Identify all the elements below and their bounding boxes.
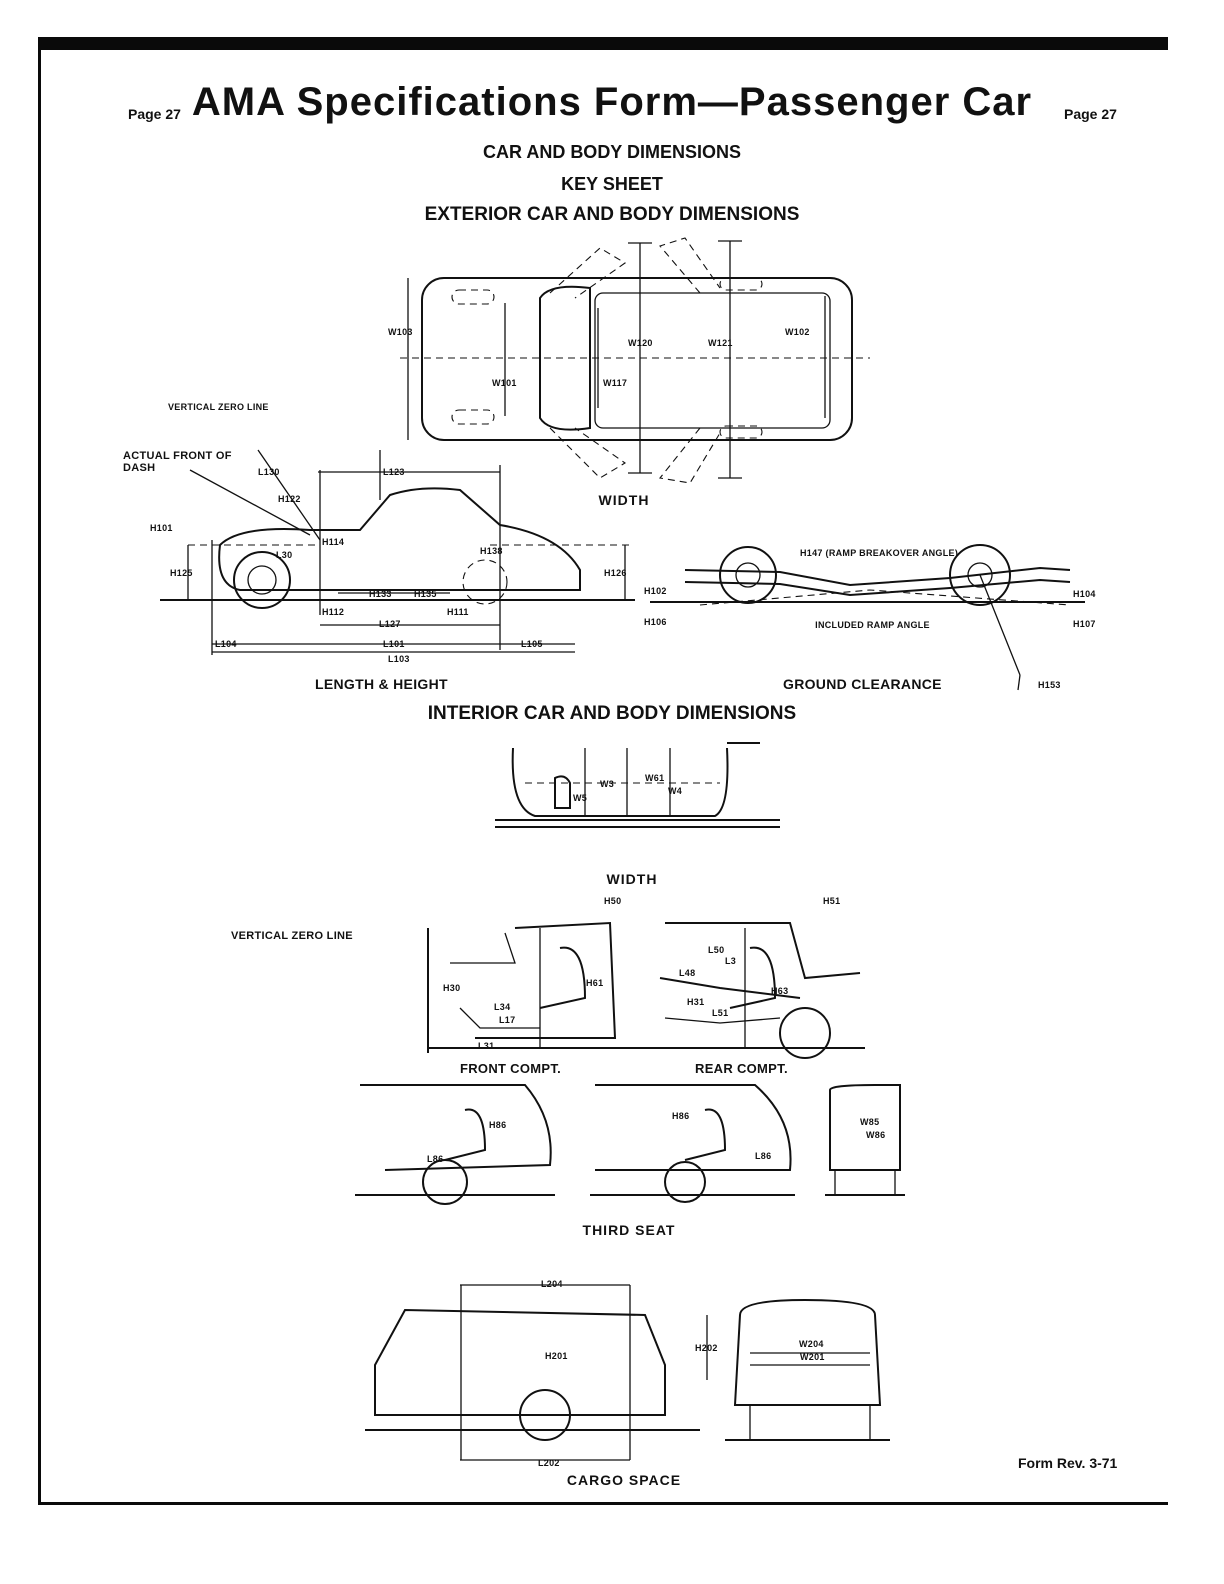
label-l50: L50 bbox=[708, 945, 725, 955]
label-w85: W85 bbox=[860, 1117, 880, 1127]
page-number-left: Page 27 bbox=[128, 106, 181, 122]
label-w101: W101 bbox=[492, 378, 517, 388]
label-l127: L127 bbox=[379, 619, 401, 629]
caption-third-seat: THIRD SEAT bbox=[582, 1222, 676, 1238]
label-w61: W61 bbox=[645, 773, 665, 783]
label-w3: W3 bbox=[600, 779, 615, 789]
caption-ground-clearance: GROUND CLEARANCE bbox=[783, 676, 942, 692]
label-l104: L104 bbox=[215, 639, 237, 649]
label-h61: H61 bbox=[586, 978, 604, 988]
cargo-space-diagrams bbox=[365, 1284, 890, 1461]
caption-cargo-space: CARGO SPACE bbox=[566, 1472, 682, 1488]
label-l48: L48 bbox=[679, 968, 696, 978]
top-view-car-diagram bbox=[400, 237, 870, 484]
label-h104: H104 bbox=[1073, 589, 1096, 599]
third-seat-diagrams bbox=[355, 1084, 905, 1205]
section-exterior-heading: EXTERIOR CAR AND BODY DIMENSIONS bbox=[424, 204, 800, 225]
label-l51: L51 bbox=[712, 1008, 729, 1018]
label-l202: L202 bbox=[538, 1458, 560, 1468]
compartment-diagrams bbox=[427, 921, 865, 1059]
label-h147-ramp-breakover: H147 (RAMP BREAKOVER ANGLE) bbox=[800, 548, 959, 558]
label-l86-left: L86 bbox=[427, 1154, 444, 1164]
label-w103: W103 bbox=[388, 327, 413, 337]
label-l101: L101 bbox=[383, 639, 405, 649]
caption-width-interior: WIDTH bbox=[606, 871, 658, 887]
label-l130: L130 bbox=[258, 467, 280, 477]
label-h63: H63 bbox=[771, 986, 789, 996]
form-revision: Form Rev. 3-71 bbox=[1018, 1455, 1118, 1471]
label-vertical-zero-line-interior: VERTICAL ZERO LINE bbox=[231, 930, 353, 942]
label-h107: H107 bbox=[1073, 619, 1096, 629]
label-w201: W201 bbox=[800, 1352, 825, 1362]
subtitle-key-sheet: KEY SHEET bbox=[561, 174, 663, 194]
caption-width-exterior: WIDTH bbox=[598, 492, 650, 508]
label-l86-right: L86 bbox=[755, 1151, 772, 1161]
label-h102: H102 bbox=[644, 586, 667, 596]
label-h50: H50 bbox=[604, 896, 622, 906]
label-w102: W102 bbox=[785, 327, 810, 337]
label-w5: W5 bbox=[573, 793, 588, 803]
caption-rear-compartment: REAR COMPT. bbox=[695, 1061, 788, 1076]
section-interior-heading: INTERIOR CAR AND BODY DIMENSIONS bbox=[427, 703, 797, 724]
label-included-ramp-angle: INCLUDED RAMP ANGLE bbox=[815, 620, 930, 630]
label-h153: H153 bbox=[1038, 680, 1061, 690]
label-h111: H111 bbox=[447, 607, 469, 617]
label-h114: H114 bbox=[322, 537, 345, 547]
caption-length-height: LENGTH & HEIGHT bbox=[315, 676, 448, 692]
ground-clearance-chassis-diagram bbox=[650, 544, 1085, 691]
label-l31: L31 bbox=[478, 1041, 495, 1051]
label-h138: H138 bbox=[480, 546, 503, 556]
label-h135: H135 bbox=[414, 589, 437, 599]
label-l17: L17 bbox=[499, 1015, 516, 1025]
label-w120: W120 bbox=[628, 338, 653, 348]
label-h106: H106 bbox=[644, 617, 667, 627]
bottom-border-line bbox=[38, 1502, 1168, 1505]
label-vertical-zero-line: VERTICAL ZERO LINE bbox=[168, 402, 269, 412]
label-h122: H122 bbox=[278, 494, 301, 504]
subtitle-car-body-dimensions: CAR AND BODY DIMENSIONS bbox=[482, 142, 742, 162]
label-l123: L123 bbox=[383, 467, 405, 477]
label-h133: H133 bbox=[369, 589, 392, 599]
label-h51: H51 bbox=[823, 896, 841, 906]
label-w204: W204 bbox=[799, 1339, 824, 1349]
label-l3: L3 bbox=[725, 956, 737, 966]
label-h101: H101 bbox=[150, 523, 173, 533]
label-l105: L105 bbox=[521, 639, 543, 649]
label-h86-right: H86 bbox=[672, 1111, 690, 1121]
caption-front-compartment: FRONT COMPT. bbox=[460, 1061, 562, 1076]
label-w4: W4 bbox=[668, 786, 683, 796]
label-w86: W86 bbox=[866, 1130, 886, 1140]
label-h112: H112 bbox=[322, 607, 345, 617]
label-w121: W121 bbox=[708, 338, 733, 348]
page-number-right: Page 27 bbox=[1064, 106, 1117, 122]
label-h31: H31 bbox=[687, 997, 705, 1007]
label-h30: H30 bbox=[443, 983, 461, 993]
side-view-car-diagram bbox=[160, 449, 635, 655]
label-h201: H201 bbox=[545, 1351, 568, 1361]
label-w117: W117 bbox=[603, 378, 628, 388]
label-l34: L34 bbox=[494, 1002, 511, 1012]
top-border-bar bbox=[38, 37, 1168, 50]
left-border-line bbox=[38, 37, 41, 1505]
interior-width-diagram bbox=[495, 742, 780, 828]
label-l204: L204 bbox=[541, 1279, 563, 1289]
label-actual-front-of-dash: ACTUAL FRONT OF DASH bbox=[123, 450, 232, 474]
label-h202: H202 bbox=[695, 1343, 718, 1353]
label-l103: L103 bbox=[388, 654, 410, 664]
label-l30: L30 bbox=[276, 550, 293, 560]
page-title: AMA Specifications Form—Passenger Car bbox=[191, 80, 1033, 124]
label-h125: H125 bbox=[170, 568, 193, 578]
label-h126: H126 bbox=[604, 568, 627, 578]
label-h86-left: H86 bbox=[489, 1120, 507, 1130]
